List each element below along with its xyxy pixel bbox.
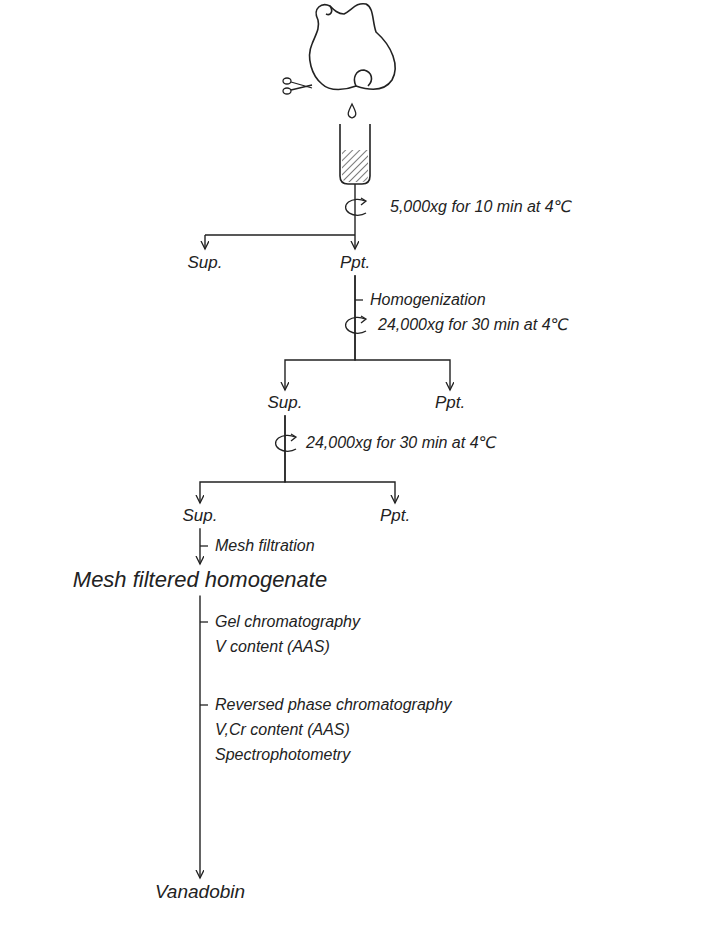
ascidian-drawing bbox=[310, 4, 396, 90]
node-text: Sup. bbox=[188, 252, 223, 273]
step-label: V content (AAS) bbox=[215, 637, 330, 656]
step-text-node: Mesh filtered homogenate bbox=[69, 566, 331, 594]
step-label: V,Cr content (AAS) bbox=[215, 720, 350, 739]
step-text-node: Vanadobin bbox=[151, 880, 249, 904]
test-tube bbox=[340, 124, 370, 184]
step-label: 24,000xg for 30 min at 4℃ bbox=[378, 315, 569, 334]
step-text-node: Ppt. bbox=[431, 392, 469, 413]
flow-connector bbox=[285, 275, 355, 390]
scissors-symbol bbox=[283, 78, 312, 94]
node-text: Sup. bbox=[268, 392, 303, 413]
step-text-node: Ppt. bbox=[376, 505, 414, 526]
flow-connector bbox=[199, 596, 200, 879]
node-text: Sup. bbox=[183, 505, 218, 526]
step-label: Gel chromatography bbox=[215, 612, 360, 631]
step-label: 24,000xg for 30 min at 4℃ bbox=[306, 433, 497, 452]
node-text: Ppt. bbox=[340, 252, 370, 273]
flow-connector bbox=[200, 415, 285, 503]
step-label: Reversed phase chromatography bbox=[215, 695, 452, 714]
step-label: Spectrophotometry bbox=[215, 745, 350, 764]
step-text-node: Ppt. bbox=[336, 252, 374, 273]
node-text: Ppt. bbox=[380, 505, 410, 526]
step-label: 5,000xg for 10 min at 4℃ bbox=[390, 197, 572, 216]
step-label: Homogenization bbox=[370, 290, 486, 309]
centrifuge-symbol bbox=[276, 198, 366, 451]
flow-connector bbox=[199, 528, 200, 564]
flow-connector bbox=[285, 415, 395, 503]
step-label: Mesh filtration bbox=[215, 536, 315, 555]
step-text-node: Sup. bbox=[179, 505, 222, 526]
node-text: Ppt. bbox=[435, 392, 465, 413]
drop-symbol bbox=[348, 104, 356, 118]
node-text: Vanadobin bbox=[155, 880, 245, 904]
step-text-node: Sup. bbox=[264, 392, 307, 413]
step-ticks bbox=[200, 300, 363, 705]
first-split-lines bbox=[205, 184, 355, 249]
node-text: Mesh filtered homogenate bbox=[73, 566, 327, 594]
step-text-node: Sup. bbox=[184, 252, 227, 273]
